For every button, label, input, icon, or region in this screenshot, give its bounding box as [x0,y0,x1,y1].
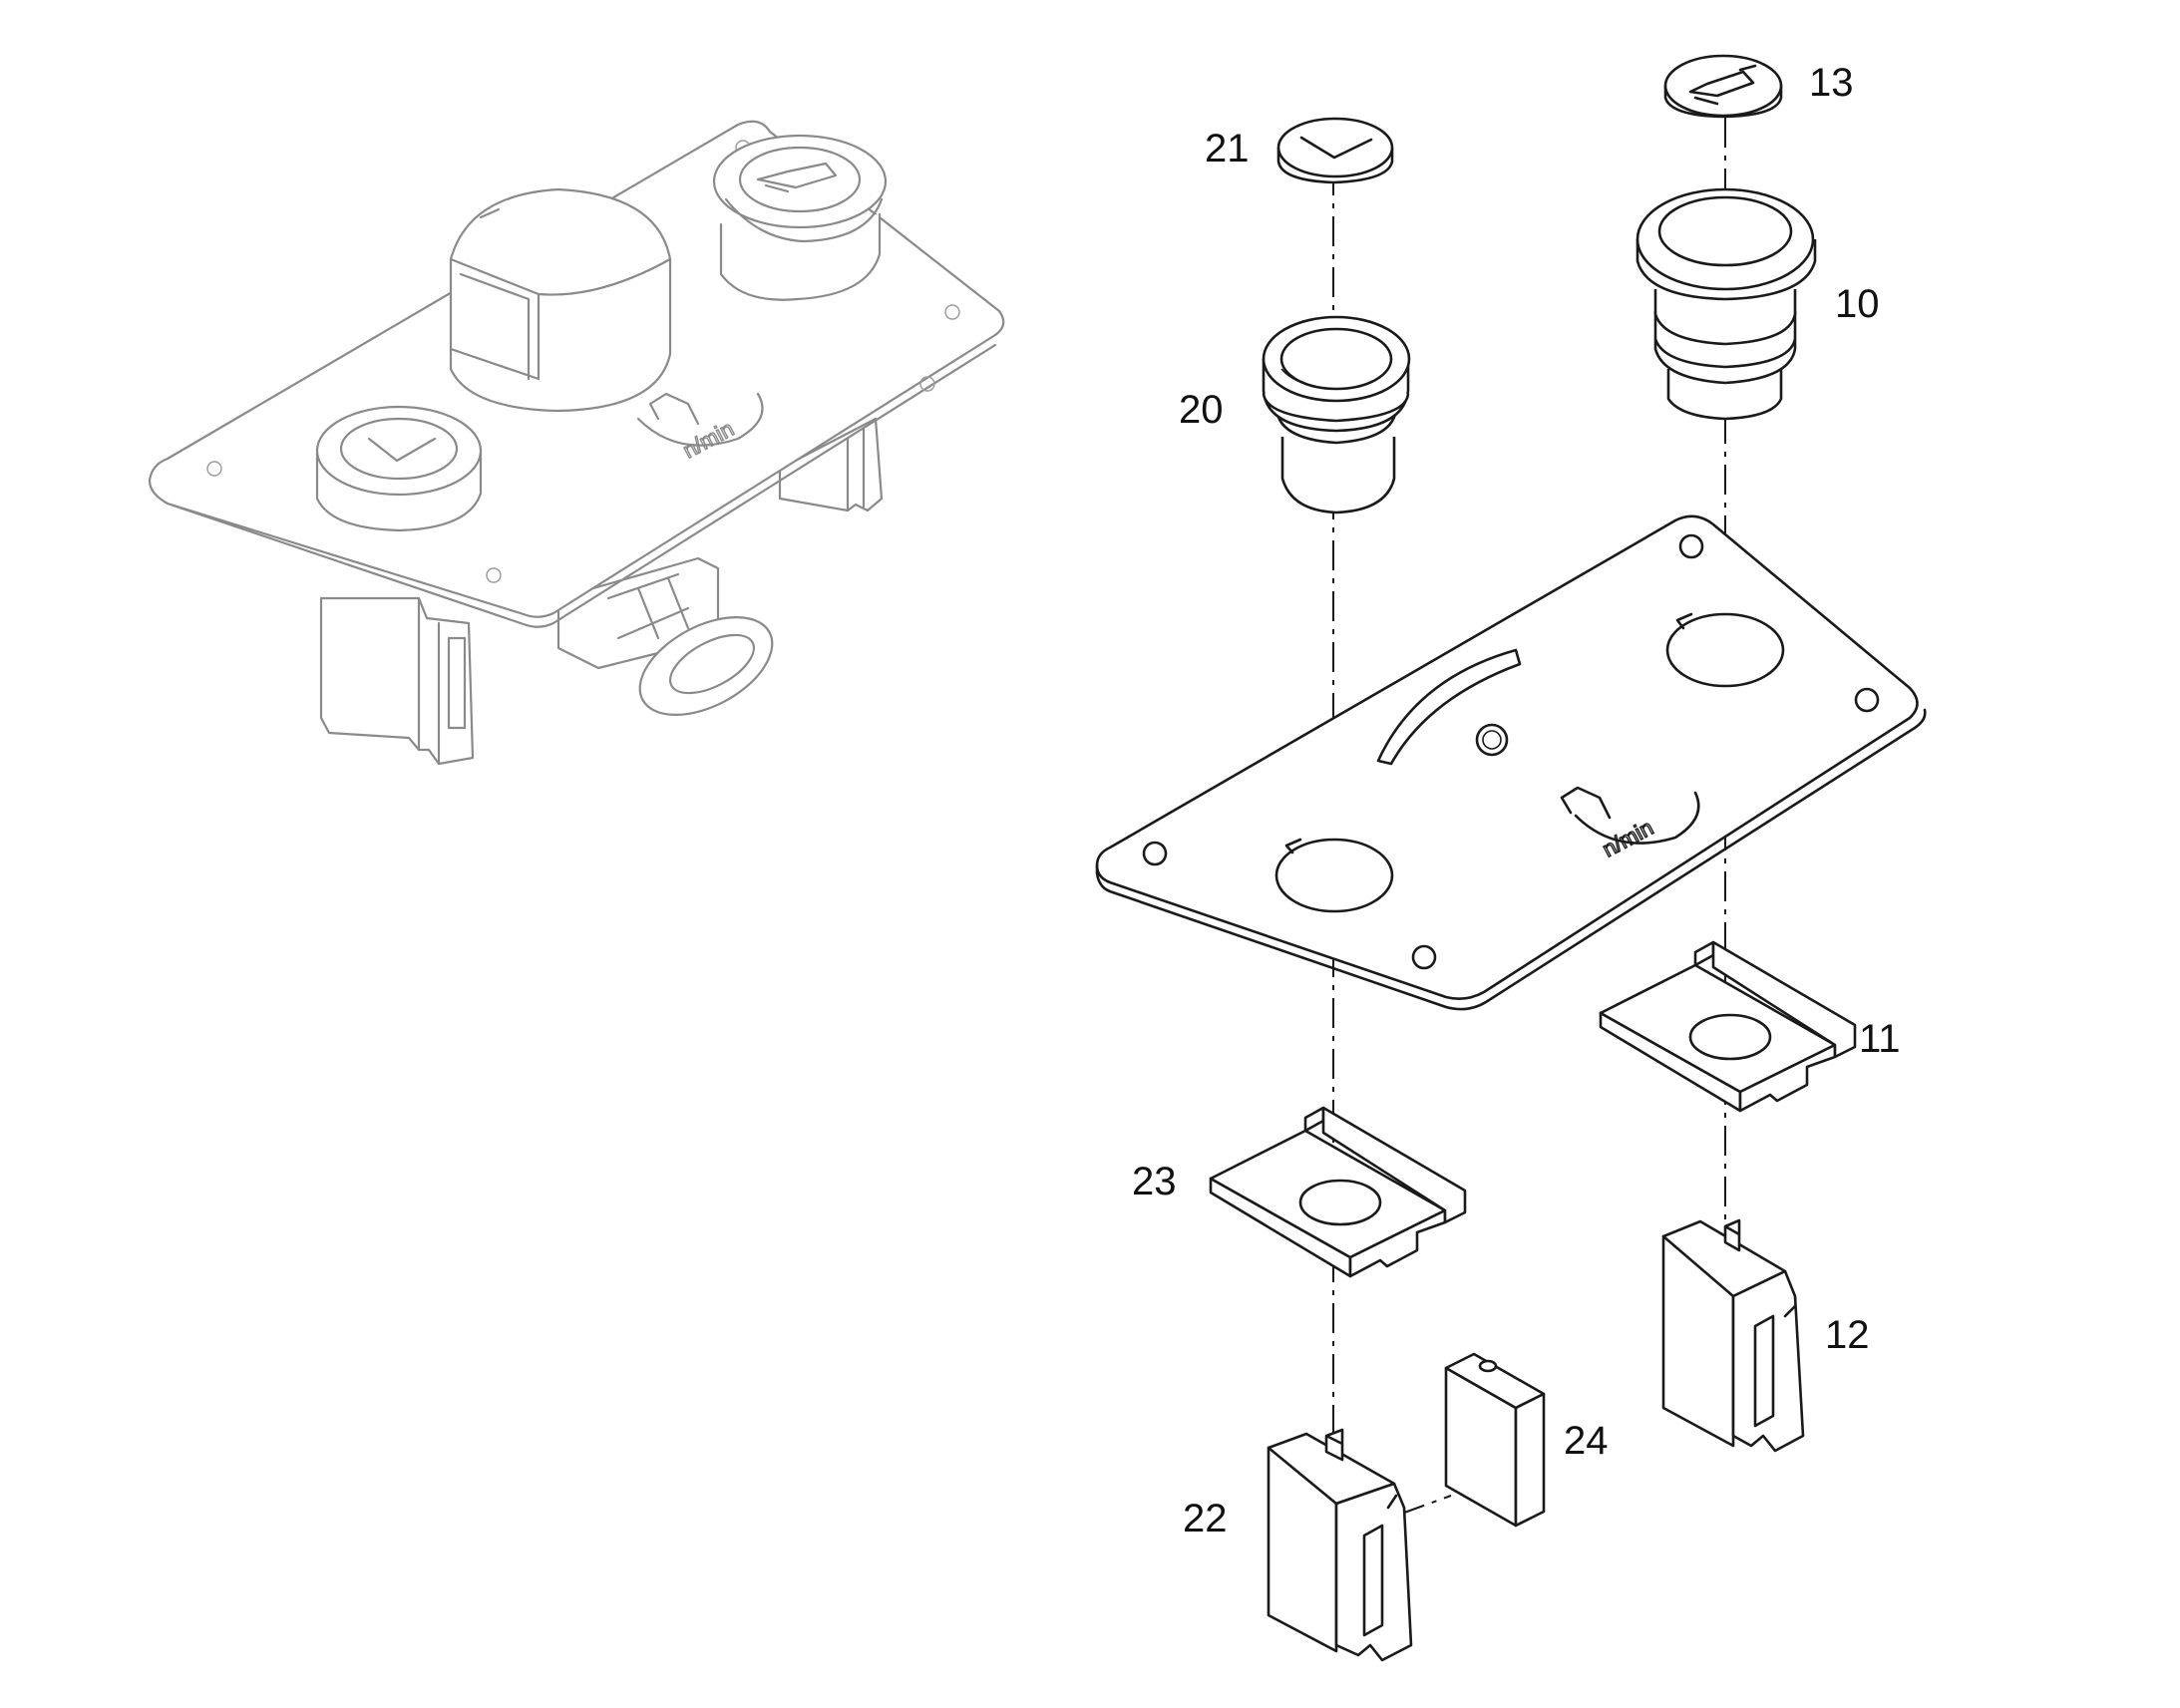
callout-24: 24 [1564,1419,1609,1463]
part-10-horn-button [1635,187,1817,421]
part-21-check-cap [1276,117,1394,184]
assembled-check-button [315,405,483,532]
part-13-horn-cap [1663,54,1783,119]
mounting-plate: n/min [1095,514,1927,1011]
callout-10: 10 [1835,282,1880,326]
part-20-check-button [1262,315,1411,514]
check-symbol-icon [1299,136,1373,160]
horn-symbol-icon [1688,64,1757,106]
callout-13: 13 [1809,61,1854,105]
assembled-switch-block-left [319,596,475,766]
part-11-mounting-clip [1599,940,1857,1113]
part-callouts: 21 13 10 20 11 23 12 24 22 [1132,61,1901,1540]
assembled-switch-block-right [778,417,884,512]
callout-23: 23 [1132,1160,1177,1203]
assembled-rotary-knob [449,187,672,413]
callout-12: 12 [1825,1313,1870,1357]
part-23-mounting-clip [1209,1106,1467,1278]
assembled-panel-view: n/min [148,120,1005,766]
assembled-horn-button [712,134,888,301]
part-12-contact-block [1661,1218,1805,1453]
callout-21: 21 [1205,127,1250,171]
callout-20: 20 [1179,388,1224,432]
callout-11: 11 [1859,1017,1901,1061]
part-22-contact-block [1267,1428,1413,1662]
assembled-connector [556,556,774,716]
part-24-contact-element [1444,1352,1546,1528]
callout-22: 22 [1183,1497,1228,1540]
